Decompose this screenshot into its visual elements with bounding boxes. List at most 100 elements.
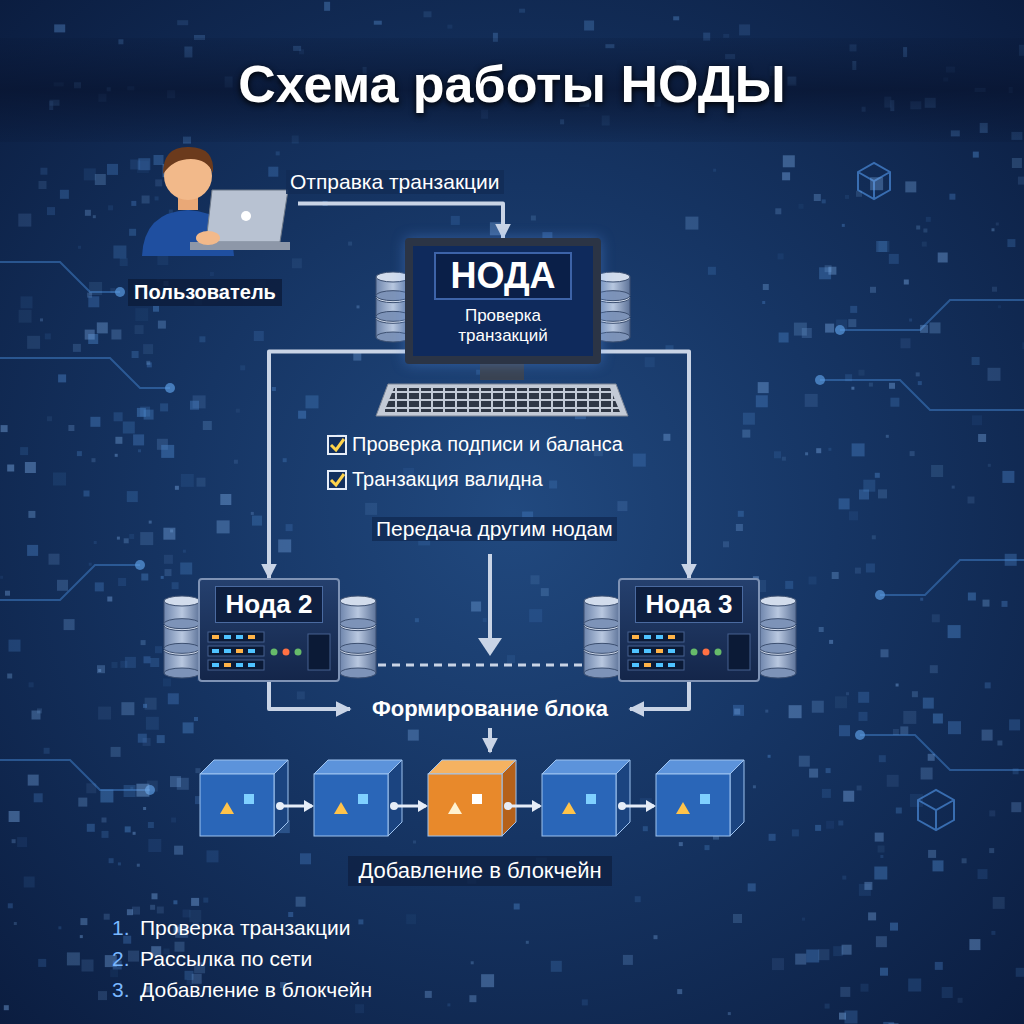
pixel-square bbox=[742, 430, 750, 438]
pixel-square bbox=[89, 563, 92, 566]
pixel-square bbox=[183, 722, 194, 733]
pixel-square bbox=[68, 425, 74, 431]
shape bbox=[644, 663, 651, 667]
edge-label: Передача другим нодам bbox=[372, 517, 617, 541]
pixel-square bbox=[864, 882, 872, 890]
pixel-square bbox=[85, 210, 91, 216]
pixel-square bbox=[88, 296, 99, 307]
pixel-square bbox=[100, 790, 113, 803]
pixel-square bbox=[147, 781, 158, 792]
pixel-square bbox=[157, 735, 165, 743]
pixel-square bbox=[142, 196, 150, 204]
user-illustration bbox=[120, 138, 290, 256]
pixel-square bbox=[909, 319, 912, 322]
pixel-square bbox=[173, 900, 177, 904]
pixel-square bbox=[483, 618, 487, 622]
pixel-square bbox=[900, 726, 908, 734]
pixel-square bbox=[802, 918, 805, 921]
pixel-square bbox=[130, 160, 140, 170]
shape bbox=[715, 649, 722, 656]
pixel-square bbox=[988, 464, 991, 467]
user-node: Пользователь bbox=[112, 138, 298, 306]
pixel-square bbox=[60, 190, 69, 199]
pixel-square bbox=[45, 333, 51, 339]
pixel-square bbox=[121, 702, 134, 715]
shape bbox=[760, 619, 796, 629]
pixel-square bbox=[968, 497, 975, 504]
pixel-square bbox=[870, 177, 883, 190]
pixel-square bbox=[988, 368, 1001, 381]
pixel-square bbox=[958, 998, 963, 1003]
pixel-square bbox=[276, 151, 280, 155]
pixel-square bbox=[1011, 802, 1021, 812]
pixel-square bbox=[1018, 177, 1024, 185]
pixel-square bbox=[826, 768, 831, 773]
pixel-square bbox=[236, 409, 240, 413]
pixel-square bbox=[47, 207, 55, 215]
pixel-square bbox=[858, 692, 869, 703]
down-arrow bbox=[488, 554, 492, 640]
pixel-square bbox=[836, 320, 847, 331]
shape bbox=[340, 619, 376, 629]
pixel-square bbox=[64, 619, 75, 630]
pixel-square bbox=[916, 226, 920, 230]
pixel-square bbox=[18, 214, 31, 227]
block-cubes bbox=[190, 752, 770, 844]
step-text: Рассылка по сети bbox=[140, 947, 312, 971]
pixel-square bbox=[826, 821, 834, 829]
pixel-square bbox=[962, 858, 967, 863]
pixel-square bbox=[471, 961, 474, 964]
pixel-square bbox=[146, 717, 159, 730]
pixel-square bbox=[850, 306, 857, 313]
pixel-square bbox=[161, 576, 164, 579]
pixel-square bbox=[490, 222, 503, 235]
shape bbox=[236, 649, 243, 653]
pixel-square bbox=[180, 563, 192, 575]
pixel-square bbox=[160, 403, 168, 411]
pixel-square bbox=[183, 550, 186, 553]
pixel-square bbox=[283, 458, 287, 462]
pixel-square bbox=[125, 657, 136, 668]
pixel-square bbox=[78, 246, 81, 249]
shape bbox=[730, 760, 744, 836]
pixel-square bbox=[859, 370, 865, 376]
pixel-square bbox=[992, 228, 995, 231]
pixel-square bbox=[124, 785, 136, 797]
pixel-square bbox=[982, 730, 993, 741]
pixel-square bbox=[998, 305, 1001, 308]
pixel-square bbox=[365, 503, 377, 515]
pixel-square bbox=[819, 627, 824, 632]
pixel-square bbox=[916, 372, 920, 376]
pixel-square bbox=[90, 417, 100, 427]
pixel-square bbox=[89, 282, 102, 295]
pixel-square bbox=[150, 658, 159, 667]
pixel-square bbox=[296, 897, 306, 907]
pixel-square bbox=[921, 768, 933, 780]
pixel-square bbox=[633, 454, 646, 467]
shape bbox=[676, 802, 690, 814]
pixel-square bbox=[117, 537, 120, 540]
pixel-square bbox=[930, 665, 938, 673]
pixel-square bbox=[908, 979, 921, 992]
pixel-square bbox=[843, 791, 854, 802]
pixel-square bbox=[663, 434, 670, 441]
shape bbox=[628, 632, 684, 642]
pixel-square bbox=[617, 501, 627, 511]
shape bbox=[668, 649, 675, 653]
pixel-square bbox=[425, 991, 432, 998]
shape bbox=[646, 800, 656, 812]
pixel-square bbox=[300, 853, 311, 864]
pixel-square bbox=[779, 333, 789, 343]
shape bbox=[224, 635, 231, 639]
pixel-square bbox=[163, 528, 175, 540]
pixel-square bbox=[920, 325, 928, 333]
pixel-square bbox=[181, 474, 194, 487]
pixel-square bbox=[978, 434, 986, 442]
shape bbox=[388, 760, 402, 836]
pixel-square bbox=[839, 725, 850, 736]
pixel-square bbox=[920, 598, 923, 601]
pixel-square bbox=[991, 931, 995, 935]
pixel-square bbox=[949, 194, 955, 200]
server-node: Нода 3 bbox=[618, 578, 760, 682]
pixel-square bbox=[733, 705, 744, 716]
